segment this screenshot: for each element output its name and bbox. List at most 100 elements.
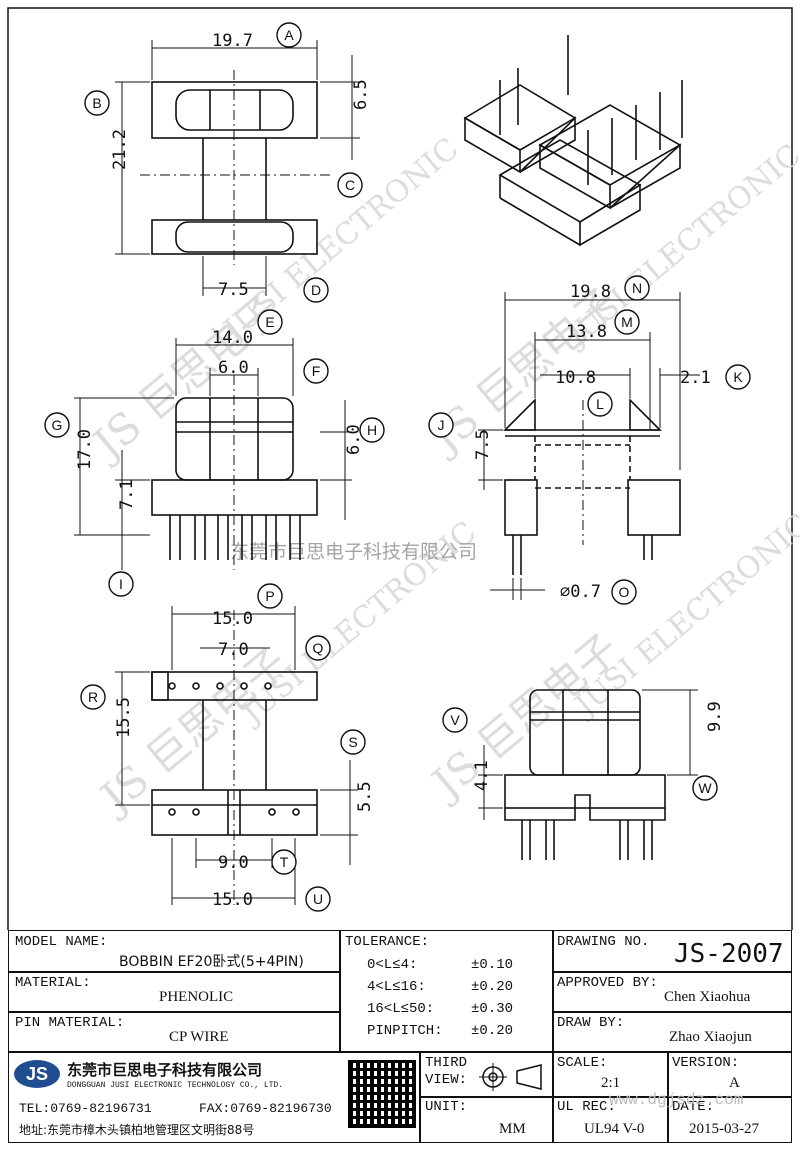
callout-circle-d — [303, 277, 329, 303]
callout-circle-u — [305, 886, 331, 912]
title-block: MODEL NAME: BOBBIN EF20卧式(5+4PIN) MATERI… — [8, 930, 792, 1143]
dim-a: 19.7 — [212, 31, 253, 51]
tolerance-value: ±0.30 — [471, 1001, 514, 1017]
tolerance-range: 0<L≤4: — [367, 957, 418, 973]
callout-circle-f — [303, 358, 329, 384]
callout-circle-p — [257, 583, 283, 609]
dim-n: 19.8 — [570, 282, 611, 302]
svg-text:JUSI ELECTRONIC: JUSI ELECTRONIC — [567, 507, 800, 725]
tolerance-value: ±0.20 — [471, 1023, 514, 1039]
drawing-no: JS-2007 — [674, 939, 784, 969]
callout-label-s: S — [348, 734, 357, 750]
draw-by: Zhao Xiaojun — [669, 1029, 752, 1045]
dim-i: 7.1 — [117, 479, 137, 510]
callout-label-n: N — [632, 280, 642, 296]
callout-circle-v — [442, 707, 468, 733]
company-name-cn: 东莞市巨思电子科技有限公司 — [67, 1061, 263, 1079]
material: PHENOLIC — [159, 989, 234, 1005]
drawing-no-label: DRAWING NO. — [557, 934, 650, 950]
watermark: JS 巨思电子 JUSI ELECTRONIC JS 巨思电子 JUSI ELE… — [81, 131, 800, 824]
callout-label-c: C — [345, 177, 355, 193]
callout-label-j: J — [438, 417, 445, 433]
watermark-company: 东莞市巨思电子科技有限公司 — [230, 541, 477, 563]
company-logo: JS — [14, 1060, 60, 1088]
technical-drawing: JS 巨思电子 JUSI ELECTRONIC JS 巨思电子 JUSI ELE… — [7, 7, 800, 930]
unit-label: UNIT: — [425, 1099, 468, 1115]
view-bottom — [115, 606, 358, 905]
dim-c: 6.5 — [351, 79, 371, 110]
dim-v: 4.1 — [472, 760, 492, 791]
scale-label: SCALE: — [557, 1055, 608, 1071]
dim-s: 5.5 — [355, 781, 375, 812]
callout-label-t: T — [280, 854, 289, 870]
view-side — [478, 292, 700, 600]
callout-label-q: Q — [313, 640, 324, 656]
ul-rec-label: UL REC: — [557, 1099, 616, 1115]
callout-label-f: F — [312, 363, 321, 379]
dim-d: 7.5 — [218, 280, 249, 300]
pin-material-label: PIN MATERIAL: — [15, 1015, 125, 1031]
qr-code — [348, 1060, 416, 1128]
approved-by-label: APPROVED BY: — [557, 975, 658, 991]
callout-circle-e — [257, 309, 283, 335]
view-front — [74, 338, 352, 570]
site-watermark: www.dgjsdz.com — [609, 1091, 744, 1109]
dim-t: 9.0 — [218, 853, 249, 873]
callout-label-v: V — [450, 712, 460, 728]
callout-label-p: P — [265, 588, 274, 604]
callout-label-k: K — [733, 369, 743, 385]
callout-circle-k — [725, 364, 751, 390]
tolerance-range: 4<L≤16: — [367, 979, 426, 995]
callout-label-e: E — [265, 314, 274, 330]
dim-g: 17.0 — [75, 429, 95, 470]
callout-circle-c — [337, 172, 363, 198]
callout-circle-a — [276, 22, 302, 48]
tolerance-range: PINPITCH: — [367, 1023, 443, 1039]
tolerance-range: 16<L≤50: — [367, 1001, 435, 1017]
callout-circle-h — [359, 417, 385, 443]
callout-circle-q — [305, 635, 331, 661]
date-label: DATE: — [672, 1099, 715, 1115]
scale: 2:1 — [601, 1075, 621, 1091]
callout-label-a: A — [284, 27, 294, 43]
callout-label-u: U — [313, 891, 323, 907]
approved-by: Chen Xiaohua — [664, 989, 751, 1005]
callout-circle-n — [624, 275, 650, 301]
third-view-label: THIRD VIEW: — [425, 1055, 468, 1088]
callout-circle-m — [614, 309, 640, 335]
callout-circle-w — [692, 775, 718, 801]
callout-circle-j — [428, 412, 454, 438]
callout-circle-i — [108, 571, 134, 597]
callout-label-i: I — [119, 576, 123, 592]
model-name: BOBBIN EF20卧式(5+4PIN) — [119, 954, 304, 970]
dim-q: 7.0 — [218, 640, 249, 660]
date: 2015-03-27 — [689, 1121, 759, 1137]
callout-label-o: O — [619, 584, 630, 600]
svg-text:JUSI ELECTRONIC: JUSI ELECTRONIC — [215, 131, 465, 349]
callout-circle-b — [84, 90, 110, 116]
callout-circle-r — [80, 684, 106, 710]
callout-circle-g — [44, 412, 70, 438]
callout-label-g: G — [52, 417, 63, 433]
tel: TEL:0769-82196731 — [19, 1101, 152, 1116]
ul-rec: UL94 V-0 — [584, 1121, 645, 1137]
callout-label-w: W — [698, 780, 712, 796]
callout-circle-o — [611, 579, 637, 605]
version-label: VERSION: — [672, 1055, 740, 1071]
material-label: MATERIAL: — [15, 975, 91, 991]
view-top — [115, 40, 360, 296]
dim-h: 6.0 — [344, 424, 364, 455]
dim-p: 15.0 — [212, 609, 253, 629]
callout-label-m: M — [621, 314, 633, 330]
callout-circle-s — [340, 729, 366, 755]
dim-e: 14.0 — [212, 328, 253, 348]
callout-circle-l — [587, 391, 613, 417]
dim-m: 13.8 — [566, 322, 607, 342]
callout-label-b: B — [92, 95, 101, 111]
third-angle-projection-icon — [479, 1063, 542, 1091]
tolerance-value: ±0.10 — [471, 957, 514, 973]
dim-b: 21.2 — [110, 129, 130, 170]
callout-label-d: D — [311, 282, 321, 298]
callout-label-l: L — [596, 396, 604, 412]
